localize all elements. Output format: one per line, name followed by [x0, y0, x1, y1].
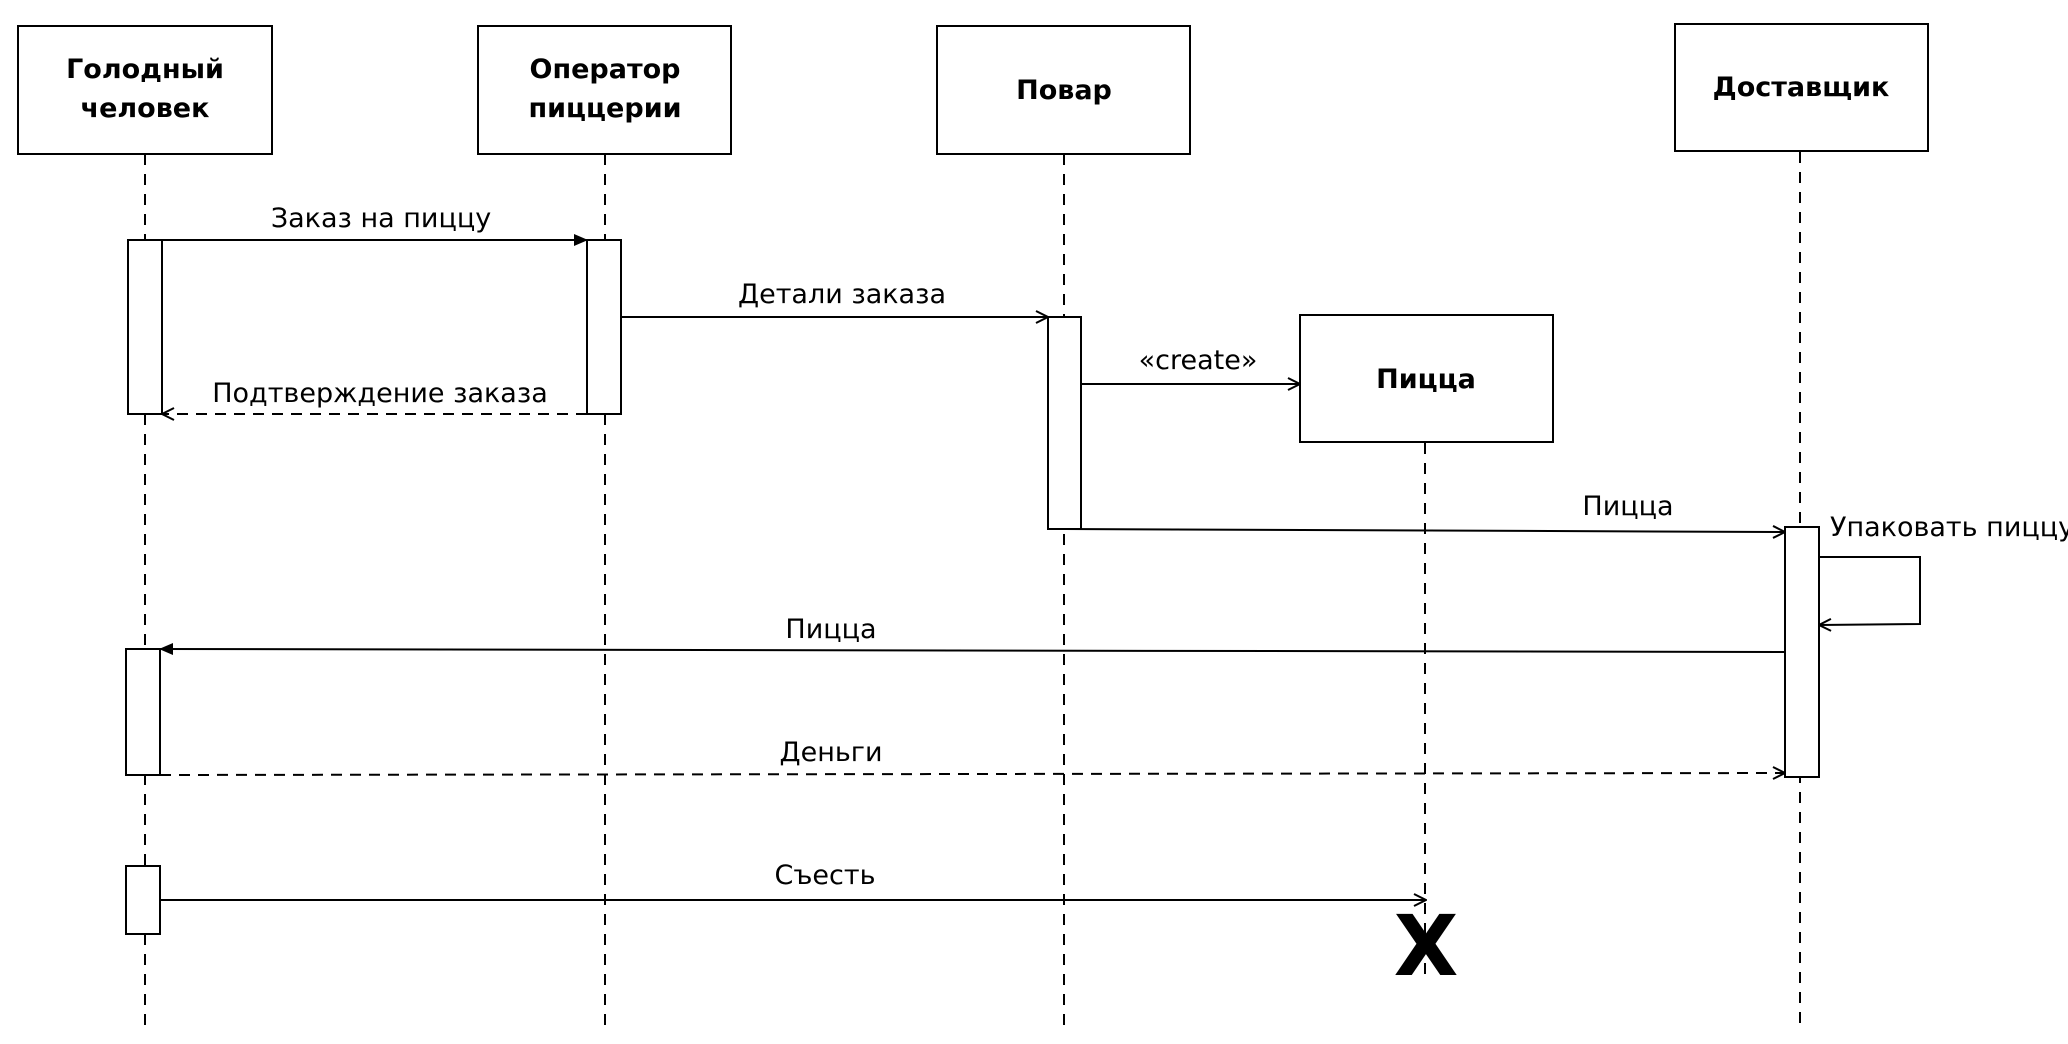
participant-pizzeria-operator-line1: Оператор [530, 54, 681, 85]
message-money-label: Деньги [779, 737, 882, 768]
message-pack-arrow [1819, 556, 1921, 625]
message-order-label: Заказ на пиццу [271, 203, 491, 234]
destroy-marker-icon: X [1394, 897, 1459, 995]
participant-hungry-person-line2: человек [81, 93, 210, 124]
activation-hungry-person-1 [127, 239, 163, 415]
participant-pizza: Пицца [1299, 314, 1554, 443]
participant-courier: Доставщик [1674, 23, 1929, 152]
message-pizza-to-courier-label: Пицца [1582, 491, 1673, 522]
participant-pizzeria-operator: Оператор пиццерии [477, 25, 732, 155]
message-pizza-to-courier-arrow [1063, 529, 1785, 532]
activation-courier-1 [1784, 526, 1820, 778]
activation-hungry-person-3 [125, 865, 161, 935]
activation-operator-1 [586, 239, 622, 415]
participant-hungry-person-line1: Голодный [66, 54, 224, 85]
message-eat-label: Съесть [774, 860, 875, 891]
message-pizza-to-customer-arrow [159, 643, 1786, 656]
participant-pizza-label: Пицца [1376, 364, 1476, 395]
participant-cook: Повар [936, 25, 1191, 155]
participant-cook-label: Повар [1016, 75, 1112, 106]
message-details-label: Детали заказа [738, 279, 946, 310]
message-create-label: «create» [1139, 345, 1258, 376]
message-pack-label: Упаковать пиццу [1830, 512, 2068, 543]
participant-hungry-person: Голодный человек [17, 25, 273, 155]
message-confirm-label: Подтверждение заказа [212, 378, 548, 409]
message-pizza-to-customer-label: Пицца [785, 614, 876, 645]
activation-cook-1 [1047, 316, 1082, 530]
participant-courier-label: Доставщик [1713, 72, 1890, 103]
activation-hungry-person-2 [125, 648, 161, 776]
participant-pizzeria-operator-line2: пиццерии [528, 93, 681, 124]
message-money-arrow [159, 773, 1785, 775]
